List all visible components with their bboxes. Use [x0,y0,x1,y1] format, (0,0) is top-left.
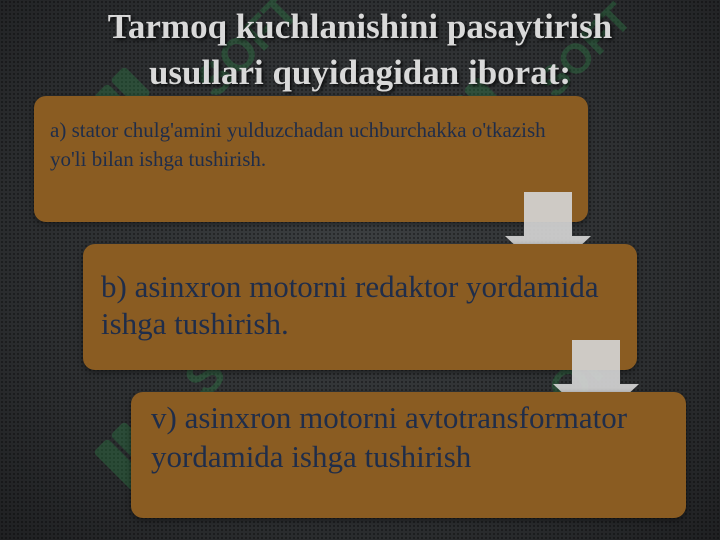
step-box-b: b) asinxron motorni redaktor yordamida i… [83,244,637,370]
slide-title-line-1: Tarmoq kuchlanishini pasaytirish [107,7,613,46]
step-box-v: v) asinxron motorni avtotransformator yo… [131,392,686,518]
slide-title: Tarmoq kuchlanishini pasaytirish usullar… [0,4,720,96]
step-text-b: b) asinxron motorni redaktor yordamida i… [101,269,599,341]
step-box-a: a) stator chulg'amini yulduzchadan uchbu… [34,96,588,222]
step-text-v: v) asinxron motorni avtotransformator yo… [151,400,628,474]
slide-title-line-2: usullari quyidagidan iborat: [148,53,572,92]
step-text-a: a) stator chulg'amini yulduzchadan uchbu… [50,118,546,171]
